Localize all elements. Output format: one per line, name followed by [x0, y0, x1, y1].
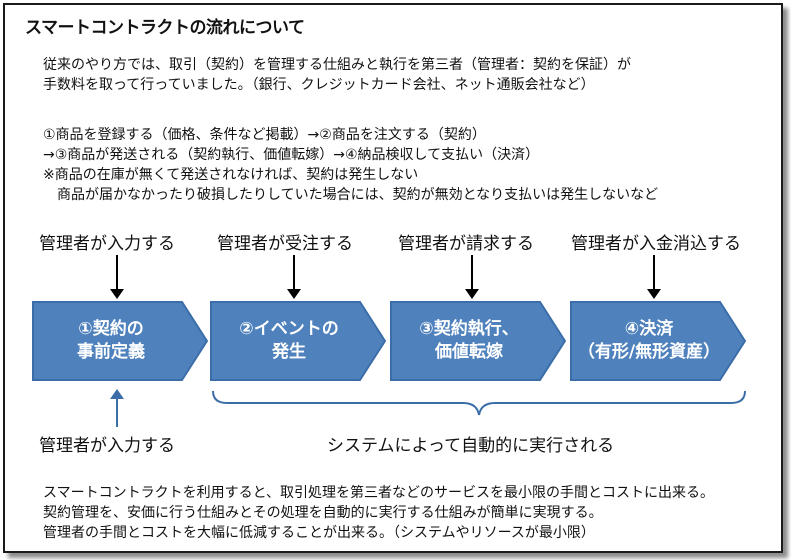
- step-event: ②イベントの 発生: [210, 301, 386, 381]
- bottom-label-input: 管理者が入力する: [39, 436, 175, 456]
- slide-frame: スマートコントラクトの流れについて 従来のやり方では、取引（契約）を管理する仕組…: [3, 3, 783, 553]
- top-label-payment: 管理者が入金消込する: [571, 234, 741, 254]
- intro-line: 手数料を取って行っていました。（銀行、クレジットカード会社、ネット通販会社など）: [43, 77, 595, 93]
- process-line: ①商品を登録する（価格、条件など掲載）→②商品を注文する（契約）: [43, 127, 486, 143]
- summary-line: スマートコントラクトを利用すると、取引処理を第三者などのサービスを最小限の手間と…: [43, 485, 715, 501]
- chevron-shape: [32, 301, 208, 381]
- summary-line: 契約管理を、安価に行う仕組みとその処理を自動的に実行する仕組みが簡単に実現する。: [43, 505, 603, 521]
- arrow-down-icon: [110, 255, 124, 299]
- step-label: ①契約の 事前定義: [77, 319, 145, 362]
- intro-line: 従来のやり方では、取引（契約）を管理する仕組みと執行を第三者（管理者：契約を保証…: [43, 57, 631, 73]
- chevron-shape: [570, 301, 746, 381]
- step-label: ③契約執行、 価値転嫁: [419, 319, 519, 362]
- summary-paragraph: スマートコントラクトを利用すると、取引処理を第三者などのサービスを最小限の手間と…: [43, 483, 714, 543]
- process-line: →③商品が発送される（契約執行、価値転嫁）→④納品検収して支払い（決済）: [43, 147, 540, 163]
- intro-paragraph: 従来のやり方では、取引（契約）を管理する仕組みと執行を第三者（管理者：契約を保証…: [43, 55, 631, 95]
- process-line: ※商品の在庫が無くて発送されなければ、契約は発生しない: [43, 167, 419, 183]
- slide-title: スマートコントラクトの流れについて: [25, 18, 305, 38]
- top-label-input: 管理者が入力する: [39, 234, 175, 254]
- summary-line: 管理者の手間とコストを大幅に低減することが出来る。（システムやリソースが最小限）: [43, 525, 595, 541]
- arrow-down-icon: [287, 255, 301, 299]
- arrow-down-icon: [465, 255, 479, 299]
- step-label: ④決済 （有形/無形資産）: [577, 319, 721, 362]
- process-line: 商品が届かなかったり破損したりしていた場合には、契約が無効となり支払いは発生しな…: [43, 187, 659, 203]
- arrow-down-icon: [647, 255, 661, 299]
- step-define-contract: ①契約の 事前定義: [32, 301, 208, 381]
- step-label: ②イベントの 発生: [239, 319, 339, 362]
- automation-label: システムによって自動的に実行される: [327, 436, 615, 456]
- process-paragraph: ①商品を登録する（価格、条件など掲載）→②商品を注文する（契約） →③商品が発送…: [43, 125, 658, 205]
- chevron-shape: [210, 301, 386, 381]
- top-label-invoice: 管理者が請求する: [398, 234, 534, 254]
- top-label-order: 管理者が受注する: [217, 234, 353, 254]
- chevron-shape: [390, 301, 566, 381]
- step-execution: ③契約執行、 価値転嫁: [390, 301, 566, 381]
- step-settlement: ④決済 （有形/無形資産）: [570, 301, 746, 381]
- brace-icon: [212, 390, 746, 416]
- arrow-up-icon: [110, 389, 124, 427]
